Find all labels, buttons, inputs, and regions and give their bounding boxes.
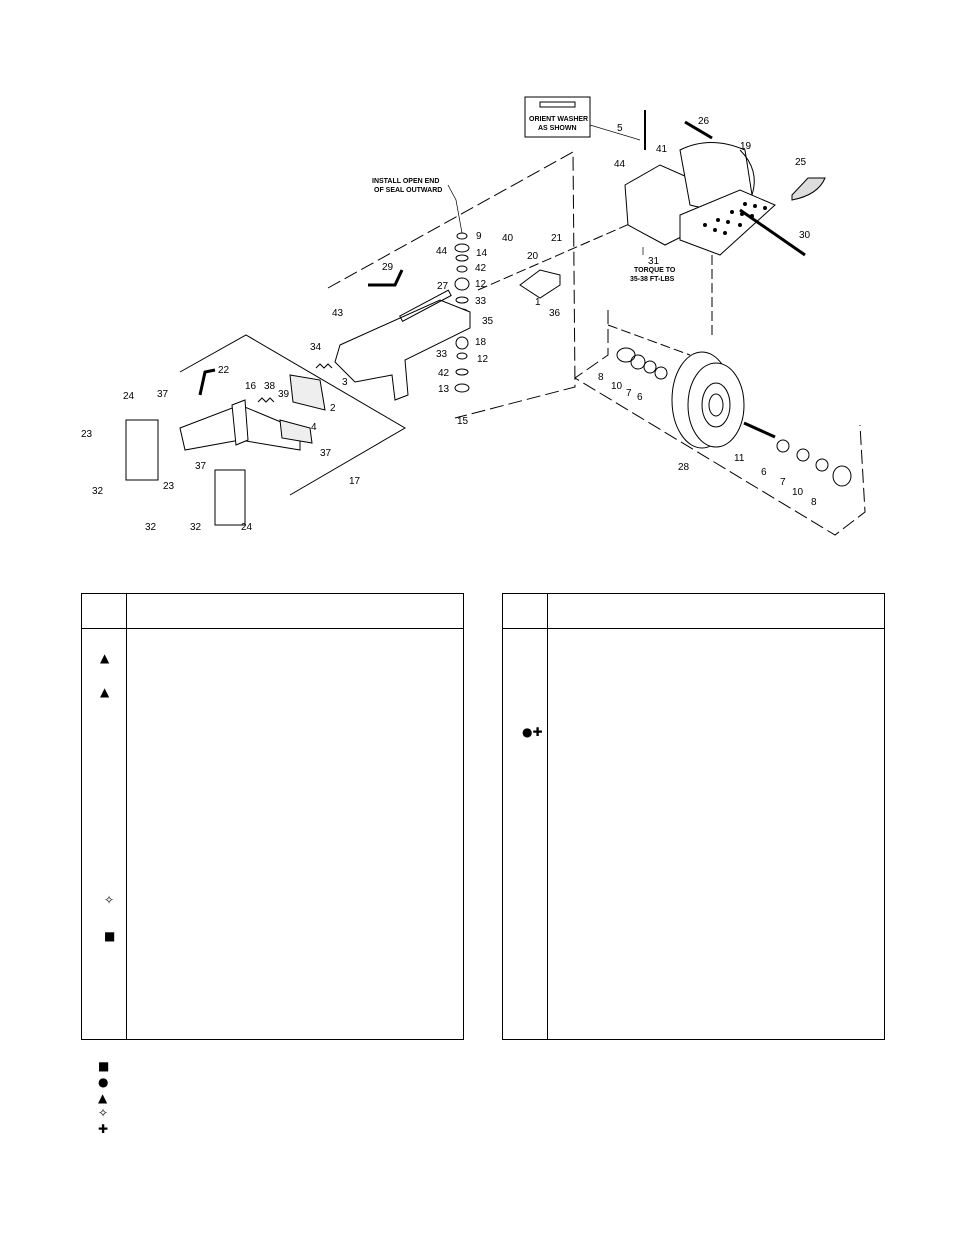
callout: 4 <box>311 422 317 433</box>
callout: 11 <box>734 453 745 464</box>
torque-note-line1: TORQUE TO <box>634 267 676 274</box>
callout: 20 <box>527 251 539 262</box>
pivot-arm <box>334 289 471 401</box>
callout: 28 <box>678 462 690 473</box>
callout: 37 <box>195 461 207 472</box>
callout: 44 <box>614 159 626 170</box>
frame-group-outline <box>179 334 406 496</box>
callout: 5 <box>617 123 623 134</box>
callout: 25 <box>795 157 807 168</box>
callout: 38 <box>264 381 276 392</box>
seal-group-outline <box>327 151 576 419</box>
callout: 30 <box>799 230 811 241</box>
callout: 24 <box>241 522 253 533</box>
orient-washer-box <box>524 96 591 138</box>
callout: 41 <box>656 144 668 155</box>
callout: 34 <box>310 342 322 353</box>
callout: 32 <box>92 486 104 497</box>
callout: 6 <box>637 392 643 403</box>
callout: 9 <box>476 231 482 242</box>
callout: 27 <box>437 281 449 292</box>
torque-note-line2: 35-38 FT-LBS <box>630 276 675 283</box>
callout: 37 <box>157 389 169 400</box>
square-icon: ■ <box>98 1059 110 1073</box>
callout: 18 <box>475 337 487 348</box>
wheel-assembly <box>671 351 776 449</box>
square-icon: ■ <box>104 929 116 943</box>
exploded-parts-diagram: INSTALL OPEN END OF SEAL OUTWARD ORIENT … <box>81 96 866 536</box>
washer-note-line2: AS SHOWN <box>538 125 577 132</box>
callout: 12 <box>475 279 487 290</box>
sparkle-icon: ✧ <box>98 1106 109 1120</box>
callout: 24 <box>123 391 135 402</box>
decal-25 <box>791 177 826 201</box>
callout: 17 <box>349 476 361 487</box>
callout: 19 <box>740 141 752 152</box>
callout: 7 <box>780 477 786 488</box>
callout: 43 <box>332 308 344 319</box>
table-header <box>503 594 884 629</box>
callout: 29 <box>382 262 394 273</box>
triangle-icon: ▲ <box>98 1091 108 1105</box>
callout: 14 <box>476 248 488 259</box>
callout: 33 <box>436 349 448 360</box>
callout: 22 <box>218 365 230 376</box>
column-divider <box>547 594 548 1039</box>
callout: 35 <box>482 316 494 327</box>
wheel-group-outline <box>574 310 866 536</box>
callout: 12 <box>477 354 489 365</box>
circle-icon: ● <box>98 1075 109 1089</box>
circle-plus-icon: ●✚ <box>522 725 543 739</box>
callout: 23 <box>81 429 93 440</box>
callout: 16 <box>245 381 257 392</box>
callout: 31 <box>648 256 660 267</box>
washer-note-line1: ORIENT WASHER <box>529 116 588 123</box>
callout: 15 <box>457 416 469 427</box>
callout: 42 <box>438 368 450 379</box>
callout: 44 <box>436 246 448 257</box>
triangle-icon: ▲ <box>100 651 110 665</box>
callout: 23 <box>163 481 175 492</box>
callout: 13 <box>438 384 450 395</box>
parts-table-right: ●✚ <box>502 593 885 1040</box>
callout: 10 <box>792 487 804 498</box>
callout: 37 <box>320 448 332 459</box>
callout: 33 <box>475 296 487 307</box>
callout: 40 <box>502 233 514 244</box>
callout: 6 <box>761 467 767 478</box>
callout: 32 <box>190 522 202 533</box>
callout: 21 <box>551 233 563 244</box>
callout: 8 <box>811 497 817 508</box>
callout: 32 <box>145 522 157 533</box>
callout: 3 <box>342 377 348 388</box>
parts-table-left: ▲ ▲ ✧ ■ <box>81 593 464 1040</box>
table-header <box>82 594 463 629</box>
callouts: 1 2 3 4 5 6 6 7 7 8 8 9 10 10 11 12 12 1… <box>81 116 817 533</box>
callout: 26 <box>698 116 710 127</box>
callout: 8 <box>598 372 604 383</box>
triangle-icon: ▲ <box>100 685 110 699</box>
callout: 42 <box>475 263 487 274</box>
column-divider <box>126 594 127 1039</box>
callout: 2 <box>330 403 336 414</box>
sparkle-icon: ✧ <box>104 893 115 907</box>
callout: 7 <box>626 388 632 399</box>
plus-icon: ✚ <box>98 1122 109 1136</box>
callout: 10 <box>611 381 623 392</box>
seal-note-line2: OF SEAL OUTWARD <box>374 187 442 194</box>
frame-bracket <box>179 399 301 451</box>
seal-note-line1: INSTALL OPEN END <box>372 178 439 185</box>
caster-fork-guard <box>624 142 776 256</box>
callout: 1 <box>535 297 541 308</box>
callout: 39 <box>278 389 290 400</box>
callout: 36 <box>549 308 561 319</box>
